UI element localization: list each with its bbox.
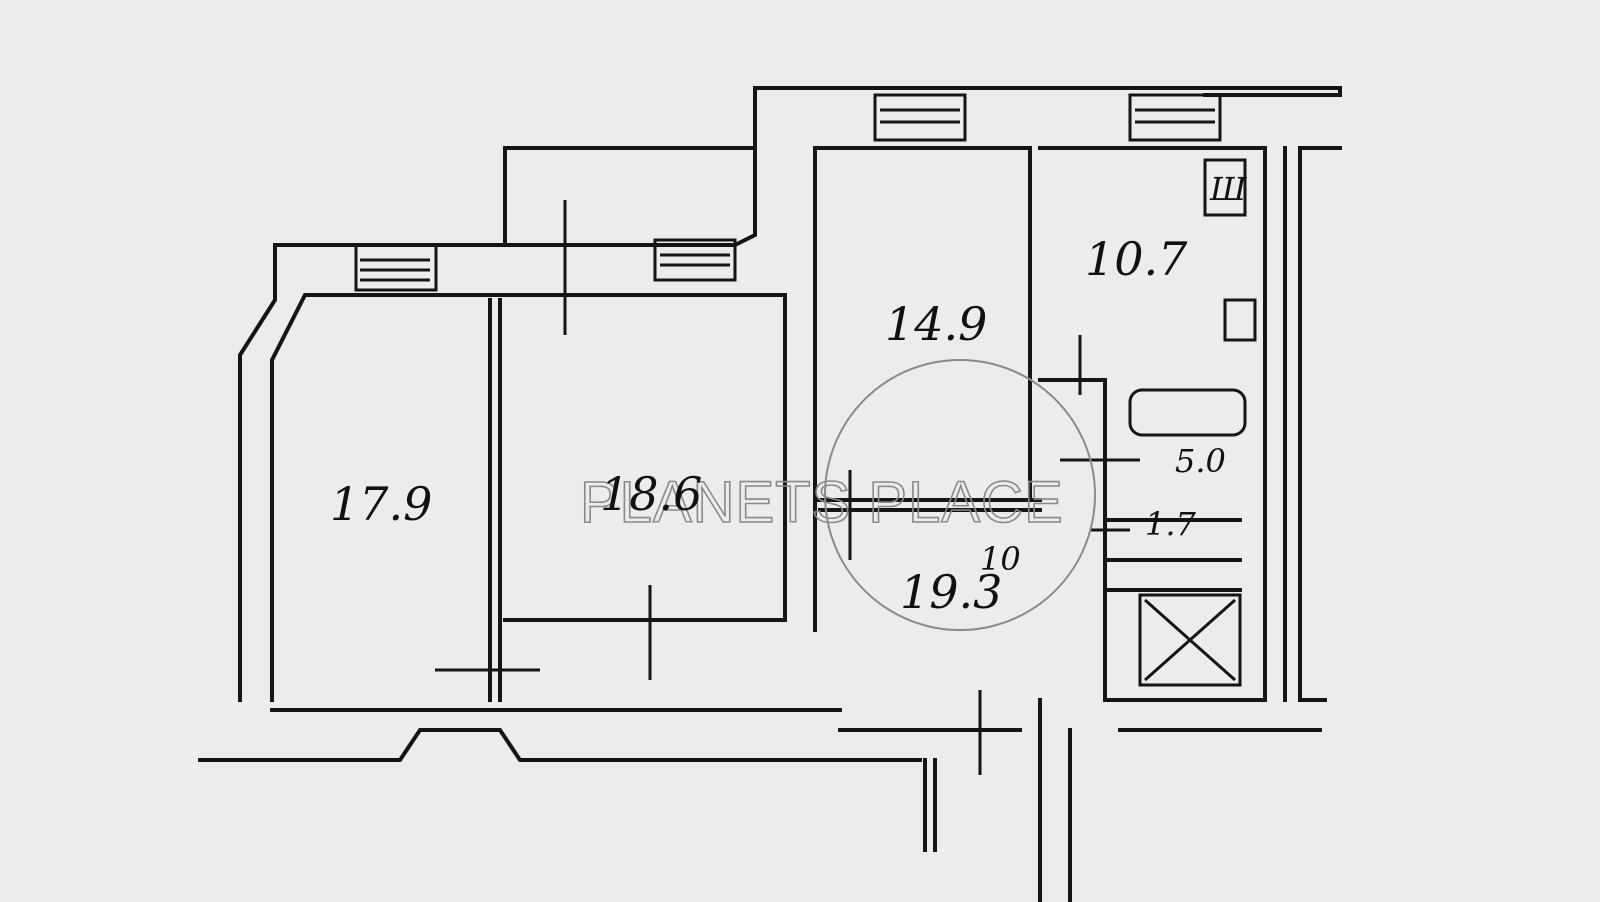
watermark: PLANETS PLACE [579,359,1096,631]
kitchen-area: 10.7 [1085,232,1188,286]
stove-icon [1203,158,1247,217]
stove-mark: Ш [1209,170,1248,208]
bathroom-area: 5.0 [1175,442,1226,480]
bathtub-icon [1128,388,1247,437]
door-marks [435,200,1140,775]
room-area-left: 17.9 [330,477,432,531]
walls [198,86,1342,902]
toilet-area: 1.7 [1145,505,1197,543]
room-area-middle: 18.6 [600,467,702,521]
svg-text:PLANETS PLACE: PLANETS PLACE [580,470,1064,535]
shaft-icon [1138,593,1242,687]
hall-extra-note: 10 [980,540,1021,578]
room-area-right: 14.9 [885,297,987,351]
fixtures [1128,158,1257,687]
hallway-area: 19.3 [900,565,1002,619]
windows [354,93,1222,292]
